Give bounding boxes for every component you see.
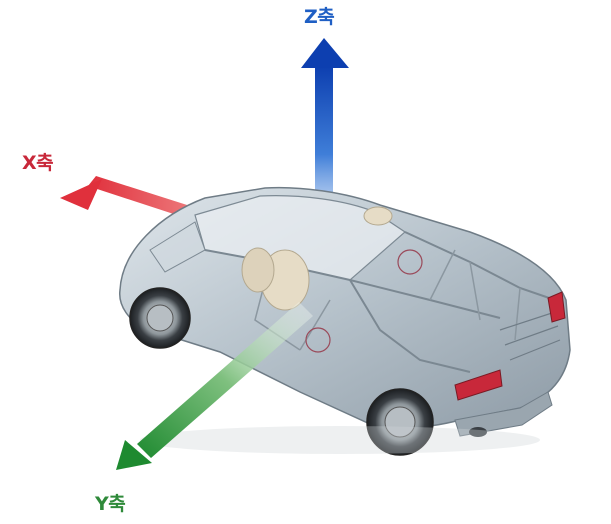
y-axis-label: Y축: [95, 493, 126, 515]
z-axis-label: Z축: [304, 6, 335, 28]
y-axis-arrow: [116, 302, 313, 470]
x-axis-label: X축: [22, 152, 54, 174]
car-icon: [119, 186, 571, 456]
